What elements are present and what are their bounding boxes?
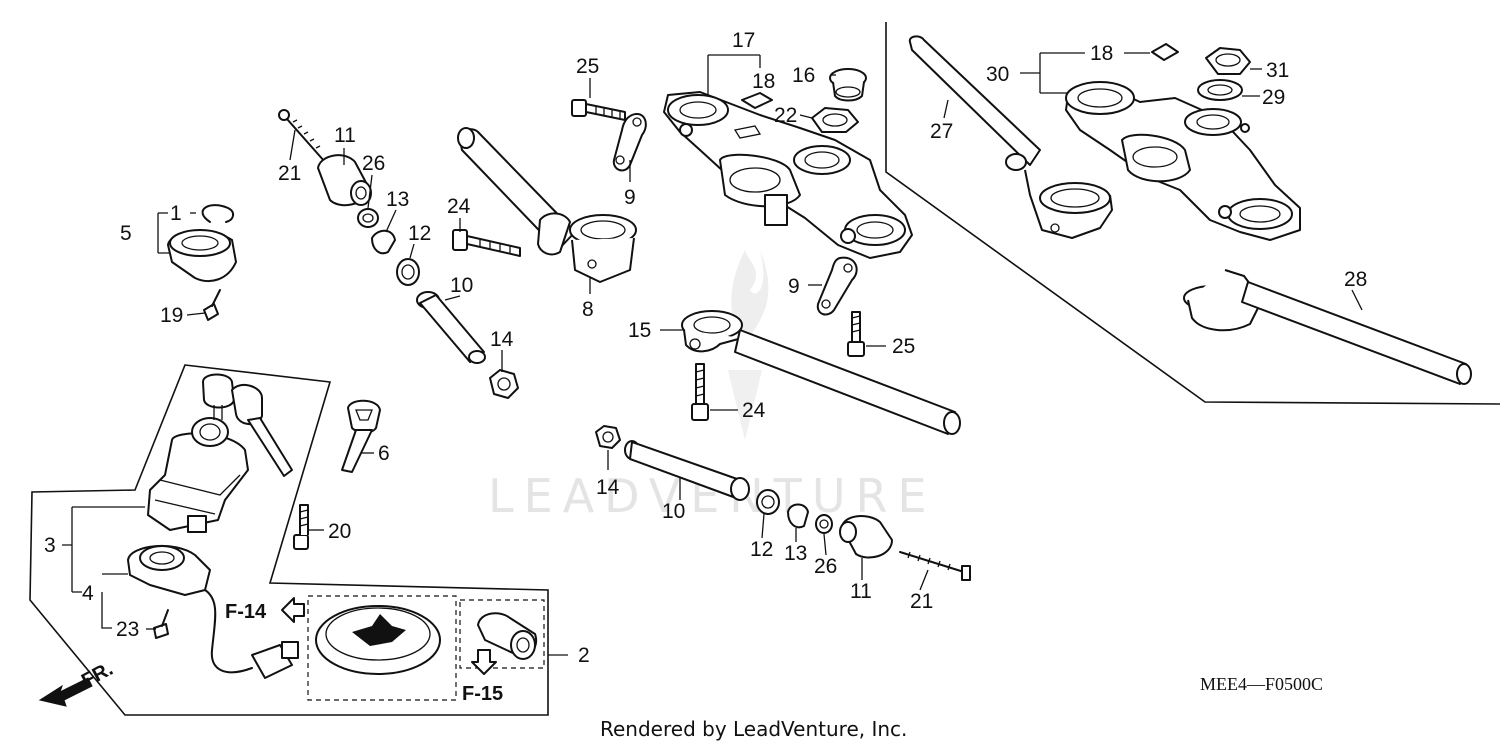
seat-lock-part[interactable]	[477, 612, 538, 660]
callout-16: 16	[792, 64, 815, 87]
callout-25: 25	[576, 55, 599, 78]
callout-labels: 17 25 18 16 22 9 11 21 26 13 1 5 19 24 1…	[44, 29, 1367, 667]
render-credit: Rendered by LeadVenture, Inc.	[600, 717, 907, 741]
clip-part-1[interactable]	[201, 204, 234, 223]
bracket-part-9-lower[interactable]	[816, 256, 858, 316]
callout-21-lower: 21	[910, 590, 933, 613]
cover-part-5[interactable]	[167, 229, 237, 282]
ref-arrow-f15[interactable]: F-15	[462, 649, 503, 705]
bracket-part-9-top[interactable]	[612, 113, 647, 172]
key-part-6[interactable]	[341, 399, 381, 473]
callout-10: 10	[450, 274, 473, 297]
nut-part-22[interactable]	[811, 107, 859, 133]
callout-9-lower: 9	[788, 275, 800, 298]
callout-11: 11	[334, 124, 356, 147]
collar-part-12-lower[interactable]	[756, 489, 780, 515]
bolt-part-24-lower[interactable]	[691, 363, 709, 421]
bolt-part-24-upper[interactable]	[452, 229, 521, 257]
cap-part-16[interactable]	[829, 68, 867, 102]
callout-23: 23	[116, 618, 139, 641]
callout-19: 19	[160, 304, 183, 327]
fuel-cap-box	[307, 595, 457, 701]
callout-13: 13	[386, 188, 409, 211]
nut-part-31[interactable]	[1205, 47, 1251, 75]
callout-13-lower: 13	[784, 542, 807, 565]
callout-9: 9	[624, 186, 636, 209]
callout-18: 18	[752, 70, 775, 93]
ref-f15-label: F-15	[462, 683, 503, 705]
weight-part-11-lower[interactable]	[839, 515, 893, 559]
weight-part-11-upper[interactable]	[317, 154, 372, 207]
callout-21: 21	[278, 162, 301, 185]
callout-1: 1	[170, 202, 182, 225]
nut-part-14-upper[interactable]	[489, 369, 519, 399]
callout-26-lower: 26	[814, 555, 837, 578]
ref-arrow-f14[interactable]: F-14	[225, 597, 305, 623]
handlebar-right-part-15[interactable]	[681, 310, 961, 435]
bolt-part-25-top[interactable]	[571, 99, 626, 121]
callout-10-lower: 10	[662, 500, 685, 523]
callout-12: 12	[408, 222, 431, 245]
callout-25-lower: 25	[892, 335, 915, 358]
handlebar-part-28[interactable]	[1183, 269, 1472, 385]
callout-8: 8	[582, 298, 594, 321]
callout-17: 17	[732, 29, 755, 52]
washer-part-26-upper[interactable]	[357, 208, 379, 228]
plate-part-18[interactable]	[741, 92, 773, 109]
screw-part-23[interactable]	[153, 609, 169, 639]
screw-part-21-lower[interactable]	[899, 551, 971, 581]
front-arrow: FR.	[38, 658, 117, 707]
leader-lines	[62, 52, 1363, 656]
callout-11-lower: 11	[850, 580, 872, 603]
callout-14-lower: 14	[596, 476, 620, 499]
screw-part-21-upper[interactable]	[278, 109, 326, 163]
callout-26: 26	[362, 152, 385, 175]
plate-part-18-inset[interactable]	[1151, 43, 1179, 61]
ignition-switch-part[interactable]	[147, 417, 249, 533]
keys-in-switch[interactable]	[202, 373, 293, 477]
callout-22: 22	[774, 104, 797, 127]
ignition-set-frame	[29, 364, 549, 716]
callout-4: 4	[82, 582, 94, 605]
callout-12-lower: 12	[750, 538, 773, 561]
pipe-part-10-lower[interactable]	[624, 440, 750, 501]
callout-31: 31	[1266, 59, 1289, 82]
callout-24: 24	[447, 195, 471, 218]
handlebar-part-27[interactable]	[908, 35, 1113, 239]
bolt-part-25-lower[interactable]	[847, 311, 865, 357]
seat-lock-box	[459, 599, 545, 669]
callout-18-inset: 18	[1090, 42, 1113, 65]
ref-f14-label: F-14	[225, 601, 267, 623]
callout-30: 30	[986, 63, 1009, 86]
top-bridge-part-30[interactable]	[1065, 81, 1301, 241]
nut-part-14-lower[interactable]	[595, 425, 621, 449]
washer-part-29[interactable]	[1197, 79, 1243, 101]
handlebar-left-part-8[interactable]	[457, 127, 637, 283]
callout-28: 28	[1344, 268, 1367, 291]
callout-2: 2	[578, 644, 590, 667]
pipe-part-10-upper[interactable]	[416, 291, 486, 364]
washer-part-26-lower[interactable]	[815, 514, 833, 534]
rubber-part-13-lower[interactable]	[787, 503, 809, 529]
callout-29: 29	[1262, 86, 1285, 109]
screw-part-20[interactable]	[293, 504, 309, 550]
callout-14: 14	[490, 328, 514, 351]
inset-frame	[885, 22, 1500, 405]
callout-5: 5	[120, 222, 132, 245]
rubber-part-13-upper[interactable]	[371, 229, 396, 255]
screw-part-19[interactable]	[203, 289, 221, 321]
diagram-code: MEE4—F0500C	[1200, 674, 1323, 694]
callout-27: 27	[930, 120, 953, 143]
callout-6: 6	[378, 442, 390, 465]
top-bridge-part[interactable]	[663, 91, 913, 259]
callout-15: 15	[628, 319, 651, 342]
collar-part-12-upper[interactable]	[396, 258, 420, 286]
callout-3: 3	[44, 534, 56, 557]
callout-20: 20	[328, 520, 351, 543]
callout-24-lower: 24	[742, 399, 766, 422]
fuel-cap-part[interactable]	[315, 605, 441, 675]
switch-part-4[interactable]	[127, 544, 299, 679]
